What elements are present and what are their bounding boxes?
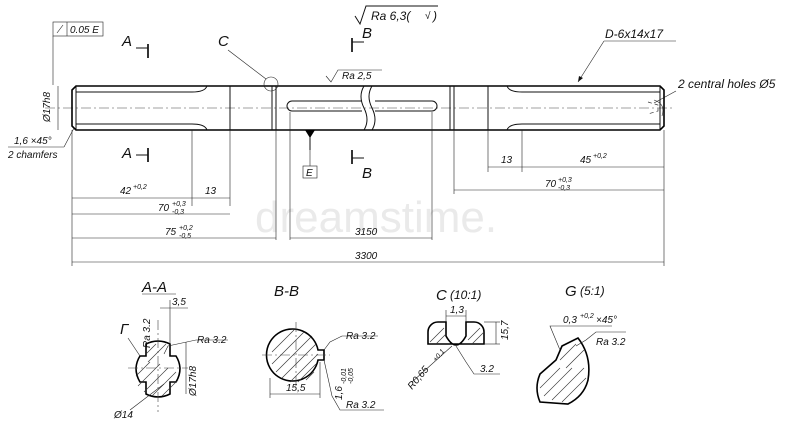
keyway-roughness: Ra 2,5 xyxy=(325,69,382,83)
section-bb-1-6-tol-up: -0,01 xyxy=(341,368,348,384)
section-b-top: B xyxy=(362,25,372,42)
tolerance-frame: 0.05 E xyxy=(52,21,104,85)
dim-42: 42 xyxy=(120,186,132,197)
dimensions-right: 13 45 +0,2 70 +0,3 -0,3 xyxy=(453,130,664,194)
diameter-text: Ø17h8 xyxy=(42,92,53,123)
dim-70-right: 70 xyxy=(545,179,557,190)
dim-45-tol: +0,2 xyxy=(593,153,607,160)
section-bb-title: B-B xyxy=(274,283,299,300)
section-b-b: B-B 15,5 Ra 3.2 Ra 3.2 1,6 -0,01 -0,05 xyxy=(262,283,384,411)
detail-c: C (10:1) 1,3 15,7 R0,65 +0,1 3.2 xyxy=(406,287,511,392)
section-a-a: A-A 3,5 Ra 3.2 Ra 3.2 Г Ø17h8 Ø14 xyxy=(113,279,228,421)
shaft-main-view xyxy=(45,76,672,131)
dim-70-right-tol-dn: -0,3 xyxy=(558,185,570,192)
section-aa-d14: Ø14 xyxy=(113,410,133,421)
section-aa-ra-top: Ra 3.2 xyxy=(142,318,153,348)
dimensions-center: 3150 3300 xyxy=(72,112,665,266)
detail-g: G (5:1) 0,3 +0,2 ×45° Ra 3.2 xyxy=(536,283,626,405)
section-aa-gamma: Г xyxy=(120,321,130,338)
section-mark-a: A A xyxy=(121,33,149,162)
roughness-symbol-main: Ra 6,3( √ ) xyxy=(354,5,438,26)
watermark: dreamstime. xyxy=(255,193,497,242)
detail-g-chamfer-tol: +0,2 xyxy=(580,313,594,320)
datum-e-text: E xyxy=(306,168,313,179)
roughness-close: ) xyxy=(431,9,437,23)
central-holes-text: 2 central holes Ø5 xyxy=(677,77,776,91)
spline-label: D-6x14x17 xyxy=(577,27,676,83)
roughness-main: Ra 6,3( xyxy=(371,9,412,23)
detail-c-hatch xyxy=(429,327,485,345)
detail-g-chamfer-angle: ×45° xyxy=(596,315,617,326)
dim-75-tol-dn: -0,5 xyxy=(179,233,191,240)
dim-3300: 3300 xyxy=(355,251,378,262)
detail-g-ra: Ra 3.2 xyxy=(596,337,626,348)
detail-c-scale: (10:1) xyxy=(450,288,481,302)
dim-70-left: 70 xyxy=(158,203,170,214)
dim-45: 45 xyxy=(580,155,592,166)
detail-c-15-7: 15,7 xyxy=(500,320,511,340)
section-bb-ra-bottom: Ra 3.2 xyxy=(346,400,376,411)
detail-c-radius: R0,65 xyxy=(406,364,432,392)
detail-c-3-2: 3.2 xyxy=(480,364,494,375)
dimensions-left: 42 +0,2 13 70 +0,3 -0,3 75 +0,2 -0,5 xyxy=(71,112,291,266)
section-b-bottom: B xyxy=(362,165,372,182)
section-a-bottom: A xyxy=(121,145,132,162)
roughness-check: √ xyxy=(425,10,431,22)
dim-3150: 3150 xyxy=(355,227,378,238)
datum-e: E xyxy=(302,130,318,179)
section-aa-title: A-A xyxy=(141,279,167,296)
section-bb-15-5: 15,5 xyxy=(286,383,306,394)
spline-text: D-6x14x17 xyxy=(605,27,664,41)
dim-13-right: 13 xyxy=(501,155,513,166)
section-mark-b: B B xyxy=(351,25,372,182)
dim-70-left-tol-up: +0,3 xyxy=(172,201,186,208)
dim-70-left-tol-dn: -0,3 xyxy=(172,209,184,216)
detail-g-chamfer: 0,3 xyxy=(563,315,577,326)
detail-c-mark: C xyxy=(218,33,267,80)
section-bb-1-6: 1,6 xyxy=(334,386,345,400)
diameter-dim: Ø17h8 xyxy=(42,86,59,130)
ra-keyway: Ra 2,5 xyxy=(342,71,372,82)
section-aa-diameter: Ø17h8 xyxy=(188,366,199,397)
detail-g-scale: (5:1) xyxy=(580,284,605,298)
dim-42-tol: +0,2 xyxy=(133,184,147,191)
dim-70-right-tol-up: +0,3 xyxy=(558,177,572,184)
section-aa-hatch xyxy=(135,343,179,397)
dim-75-tol-up: +0,2 xyxy=(179,225,193,232)
section-aa-3-5: 3,5 xyxy=(172,297,186,308)
section-a-top: A xyxy=(121,33,132,50)
tolerance-frame-text: 0.05 E xyxy=(70,25,99,36)
detail-c-title: C xyxy=(436,287,447,304)
detail-g-title: G xyxy=(565,283,577,300)
chamfer-count: 2 chamfers xyxy=(7,150,57,161)
central-holes-label: 2 central holes Ø5 xyxy=(653,77,776,104)
detail-c-radius-tol: +0,1 xyxy=(432,348,446,363)
detail-c-1-3: 1,3 xyxy=(450,305,464,316)
dim-13-left: 13 xyxy=(205,186,217,197)
detail-g-hatch xyxy=(539,343,587,403)
chamfer-note: 1,6 ×45° 2 chamfers xyxy=(7,127,75,161)
section-bb-ra-top: Ra 3.2 xyxy=(346,331,376,342)
section-bb-1-6-tol-dn: -0,05 xyxy=(348,368,355,384)
section-bb-hatch xyxy=(271,329,319,383)
chamfer-text: 1,6 ×45° xyxy=(14,136,52,147)
dim-75: 75 xyxy=(165,227,177,238)
detail-c-label: C xyxy=(218,33,229,50)
section-aa-ra-right: Ra 3.2 xyxy=(197,335,227,346)
